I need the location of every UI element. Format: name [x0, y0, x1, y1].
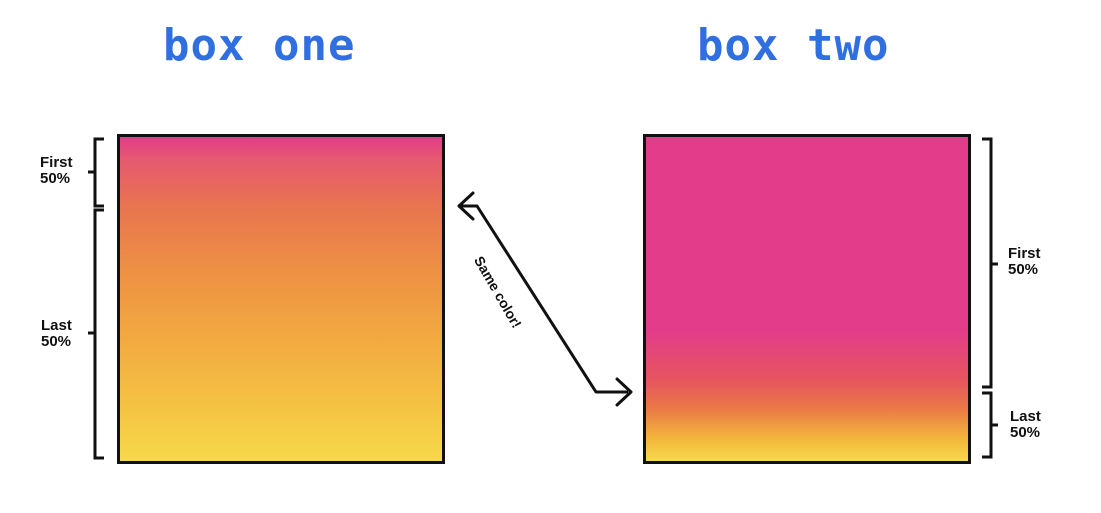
box-one-first-label-line1: First [40, 154, 73, 171]
box-one-first-label-line2: 50% [40, 170, 71, 187]
box-two-first-bracket [982, 137, 993, 389]
box-one-title: box one [163, 20, 356, 71]
box-one-first-bracket [93, 137, 104, 208]
box-two-last-label-line1: Last [1010, 408, 1041, 425]
box-one-last-label: Last 50% [41, 318, 72, 350]
box-one-last-bracket [93, 208, 104, 460]
box-two-last-label-line2: 50% [1010, 424, 1041, 441]
box-two-first-label-line2: 50% [1008, 261, 1039, 278]
box-one-gradient [117, 134, 445, 464]
box-two-title: box two [697, 20, 890, 71]
box-two-last-label: Last 50% [1010, 409, 1041, 441]
same-color-connector [460, 204, 628, 394]
box-one-first-label: First 50% [40, 155, 73, 187]
box-two-first-label: First 50% [1008, 246, 1041, 278]
box-two-gradient [643, 134, 971, 464]
connector-arrowhead-left [457, 191, 475, 221]
connector-arrowhead-right [615, 377, 633, 407]
box-one-last-label-line1: Last [41, 317, 72, 334]
box-two-last-bracket [982, 391, 993, 459]
box-two-first-label-line1: First [1008, 245, 1041, 262]
box-one-last-label-line2: 50% [41, 333, 72, 350]
